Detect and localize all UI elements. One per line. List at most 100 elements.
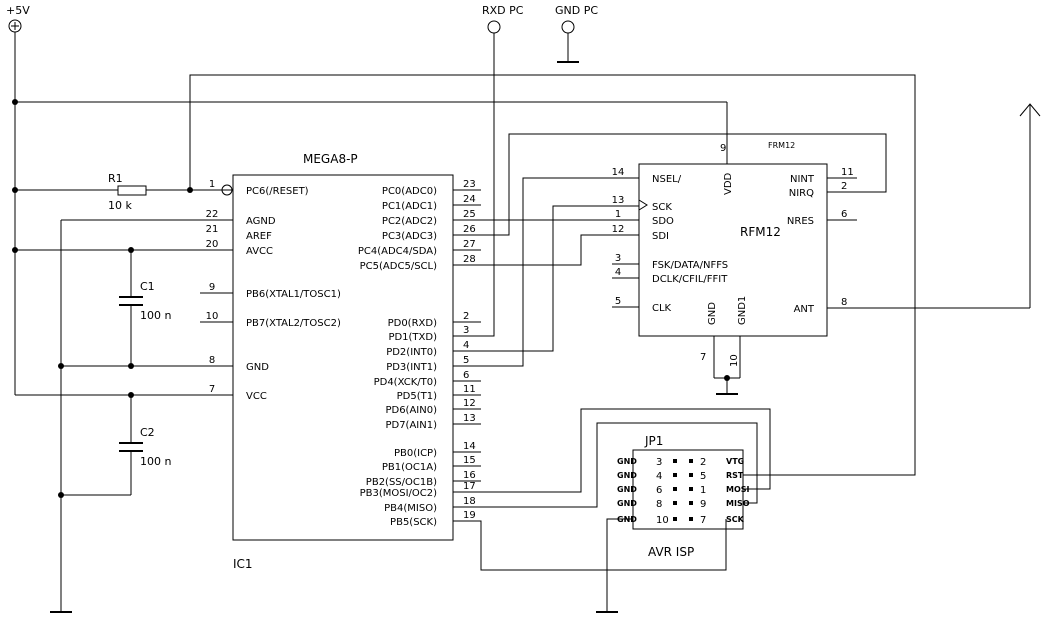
mcu-pin-num: 11 xyxy=(463,384,476,395)
isp-right-num: 7 xyxy=(700,515,706,526)
isp-right-num: 2 xyxy=(700,457,706,468)
rfm-pin-name: NIRQ xyxy=(789,188,814,199)
isp-name: AVR ISP xyxy=(648,545,694,559)
mcu-pin-name: PB5(SCK) xyxy=(390,517,437,528)
resistor-r1: R1 10 k xyxy=(108,172,233,212)
rfm-pin-name: FSK/DATA/NFFS xyxy=(652,260,728,271)
vcc-label: +5V xyxy=(6,4,30,17)
mcu-pin-num: 19 xyxy=(463,510,476,521)
mcu-pin-name: VCC xyxy=(246,391,267,402)
rfm-pin-num: 5 xyxy=(615,296,621,307)
mcu-pin-num: 8 xyxy=(209,355,215,366)
mcu-pin-name: PD6(AIN0) xyxy=(385,405,437,416)
mcu-pin-num: 24 xyxy=(463,194,476,205)
mcu-pin-num: 9 xyxy=(209,282,215,293)
antenna xyxy=(857,103,1041,309)
mcu-pin-name: AVCC xyxy=(246,246,273,257)
isp-left-num: 6 xyxy=(656,485,662,496)
mcu-pin-name: AGND xyxy=(246,216,276,227)
isp-right-num: 9 xyxy=(700,499,706,510)
rfm-pin-name: SCK xyxy=(652,202,672,213)
isp-right-num: 5 xyxy=(700,471,706,482)
rfm-pin-num: 8 xyxy=(841,297,847,308)
mcu-pin-name: PB1(OC1A) xyxy=(382,462,437,473)
capacitor-c1: C1 100 n xyxy=(119,247,171,369)
mcu-pin-name: PD5(T1) xyxy=(397,391,437,402)
c2-value: 100 n xyxy=(140,455,171,468)
mcu-pin-name: PD0(RXD) xyxy=(388,318,437,329)
isp-right-label: MOSI xyxy=(726,485,750,494)
mcu-pin-num: 26 xyxy=(463,224,476,235)
mcu-pin-name: PC5(ADC5/SCL) xyxy=(360,261,437,272)
mcu-pin-name: PC6(/RESET) xyxy=(246,186,309,197)
mcu-pin-num: 25 xyxy=(463,209,476,220)
mcu-pin-num: 22 xyxy=(206,209,219,220)
mcu-ref: IC1 xyxy=(233,557,253,571)
rfm-title: FRM12 xyxy=(768,141,795,150)
mcu-pin-num: 21 xyxy=(206,224,219,235)
isp-pin-pad xyxy=(673,473,677,477)
mcu-pin-name: PB0(ICP) xyxy=(394,448,437,459)
isp-left-label: GND xyxy=(617,471,637,480)
vcc-terminal: +5V xyxy=(6,4,30,33)
rfm-pin-num: 4 xyxy=(615,267,621,278)
mcu-pin-num: 1 xyxy=(209,179,215,190)
mcu-pin-num: 12 xyxy=(463,398,476,409)
isp-left-label: GND xyxy=(617,457,637,466)
rfm-pin-name: CLK xyxy=(652,303,672,314)
mcu-pin-name: PD1(TXD) xyxy=(388,332,437,343)
rfm-pin-name: NSEL/ xyxy=(652,174,682,185)
isp-pin-pad xyxy=(673,459,677,463)
mcu-pin-name: PC3(ADC3) xyxy=(382,231,437,242)
isp-pin-pad xyxy=(673,487,677,491)
mcu-pin-num: 20 xyxy=(206,239,219,250)
rfm-pin-num: 3 xyxy=(615,253,621,264)
mcu-pin-name: PC1(ADC1) xyxy=(382,201,437,212)
mcu-pin-num: 3 xyxy=(463,325,469,336)
isp-pin-pad xyxy=(689,487,693,491)
rfm-pin-name: DCLK/CFIL/FFIT xyxy=(652,274,728,285)
isp-left-num: 3 xyxy=(656,457,662,468)
rfm-pin-num: 2 xyxy=(841,181,847,192)
rfm-pin-10-num: 10 xyxy=(729,354,740,367)
c2-name: C2 xyxy=(140,426,155,439)
isp-right-label: VTG xyxy=(726,457,744,466)
isp-pin-pad xyxy=(689,473,693,477)
isp-right-num: 1 xyxy=(700,485,706,496)
mcu-pin-num: 5 xyxy=(463,355,469,366)
rxd-terminal: RXD PC xyxy=(482,4,524,34)
net-wires xyxy=(189,33,916,613)
gnd-pc-label: GND PC xyxy=(555,4,598,17)
c1-name: C1 xyxy=(140,280,155,293)
mcu-title: MEGA8-P xyxy=(303,152,358,166)
mcu-pin-name: PD3(INT1) xyxy=(386,362,437,373)
isp-pin-pad xyxy=(689,459,693,463)
mcu-pin-name: AREF xyxy=(246,231,272,242)
rfm-pin-name: SDI xyxy=(652,231,669,242)
r1-value: 10 k xyxy=(108,199,132,212)
isp-left-num: 10 xyxy=(656,515,669,526)
mcu-pin-name: PB4(MISO) xyxy=(384,503,437,514)
mcu-pin-num: 18 xyxy=(463,496,476,507)
mcu-pin-num: 6 xyxy=(463,370,469,381)
rfm-pin-vdd: VDD xyxy=(723,172,734,195)
rfm-pin-name: ANT xyxy=(794,304,815,315)
mcu-pin-num: 7 xyxy=(209,384,215,395)
rfm-pin-num: 13 xyxy=(612,195,625,206)
isp-left-label: GND xyxy=(617,515,637,524)
vcc-rail xyxy=(12,32,728,396)
rfm-pin-num: 1 xyxy=(615,209,621,220)
mcu-pin-name: PB6(XTAL1/TOSC1) xyxy=(246,289,341,300)
mcu-pin-name: GND xyxy=(246,362,269,373)
mcu-pin-num: 10 xyxy=(206,311,219,322)
mcu-pin-num: 15 xyxy=(463,455,476,466)
mcu-pin-name: PD2(INT0) xyxy=(386,347,437,358)
mcu-pin-num: 4 xyxy=(463,340,469,351)
rfm-pin-name: NINT xyxy=(790,174,815,185)
rfm-pin-num: 12 xyxy=(612,224,625,235)
rfm-pin-num: 6 xyxy=(841,209,847,220)
rfm-pin-num: 14 xyxy=(612,167,625,178)
